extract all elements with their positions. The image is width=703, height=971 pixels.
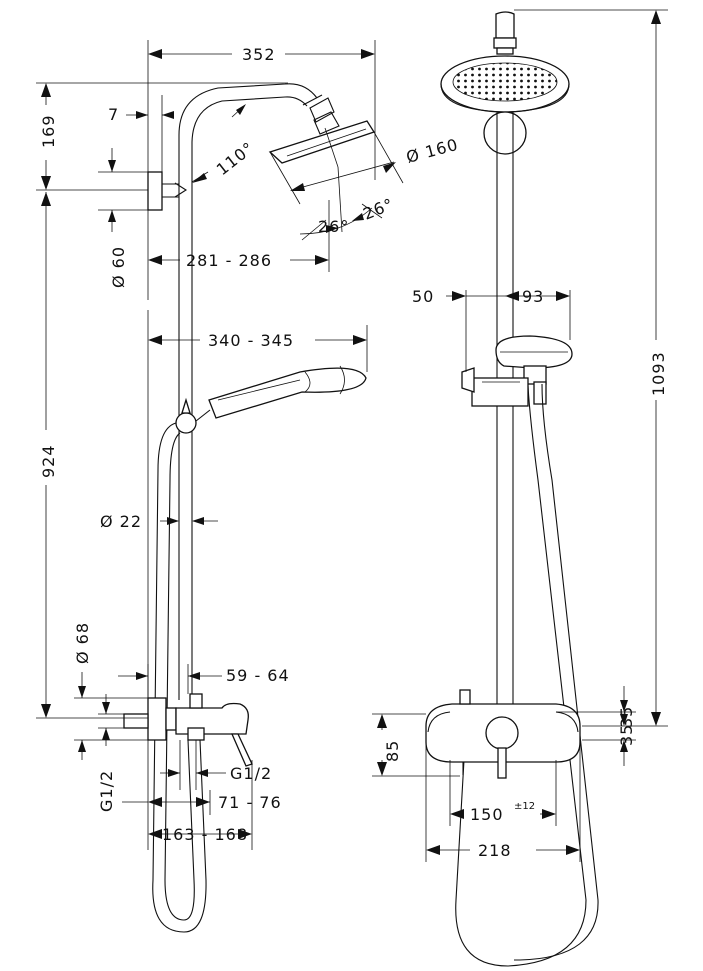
dim-diameter-22: Ø 22 [100, 512, 142, 531]
arm-joint [483, 111, 527, 155]
dim-tilt-26-b: 26° [360, 194, 396, 223]
slider-front [461, 367, 547, 407]
dim-150-tolerance: ±12 [514, 801, 535, 812]
dim-diameter-68: Ø 68 [73, 622, 92, 664]
dim-281-286: 281 - 286 [186, 251, 272, 270]
dim-50: 50 [412, 287, 434, 306]
dim-35-upper: 35 [617, 706, 636, 728]
dim-angle-110: 110° [213, 138, 258, 179]
mixer-front [425, 689, 581, 779]
dimension-lines-side [36, 40, 404, 850]
hose-front [455, 383, 599, 967]
dimension-lines-front [372, 9, 668, 862]
slide-holder-side [175, 397, 211, 434]
shower-arm [178, 83, 340, 143]
dim-diameter-60: Ø 60 [109, 246, 128, 288]
dim-169: 169 [39, 114, 58, 148]
dim-340-345: 340 - 345 [208, 331, 294, 350]
dim-diameter-160: Ø 160 [404, 135, 460, 167]
dim-thread-left: G1/2 [97, 770, 116, 812]
dim-35-lower: 35 [617, 724, 636, 746]
dim-71-76: 71 - 76 [218, 793, 282, 812]
hose-side [152, 422, 207, 933]
dim-218: 218 [478, 841, 512, 860]
dim-163-168: 163 - 168 [162, 825, 248, 844]
dim-thread-right: G1/2 [230, 764, 272, 783]
dim-150: 150 [470, 805, 504, 824]
wall-bracket [147, 171, 188, 211]
dim-85: 85 [383, 740, 402, 762]
overhead-shower-head-side [268, 120, 375, 168]
dim-1093: 1093 [649, 351, 668, 396]
mixer-side [123, 693, 253, 790]
side-view: 352 7 169 110° Ø 160 26° 26° Ø 60 281 - … [36, 40, 460, 933]
hand-shower-front [495, 335, 573, 385]
dim-59-64: 59 - 64 [226, 666, 290, 685]
dim-352: 352 [242, 45, 276, 64]
front-view: 50 93 1093 85 35 35 150 ±12 218 [372, 9, 668, 967]
riser-rail [496, 112, 514, 712]
dim-tilt-26-a: 26° [318, 217, 349, 236]
hand-shower-side [208, 365, 367, 419]
dim-7: 7 [108, 105, 119, 124]
overhead-shower-head-front [440, 55, 570, 113]
dim-924: 924 [39, 444, 58, 478]
shower-head-connector [493, 11, 517, 55]
dim-93: 93 [522, 287, 544, 306]
